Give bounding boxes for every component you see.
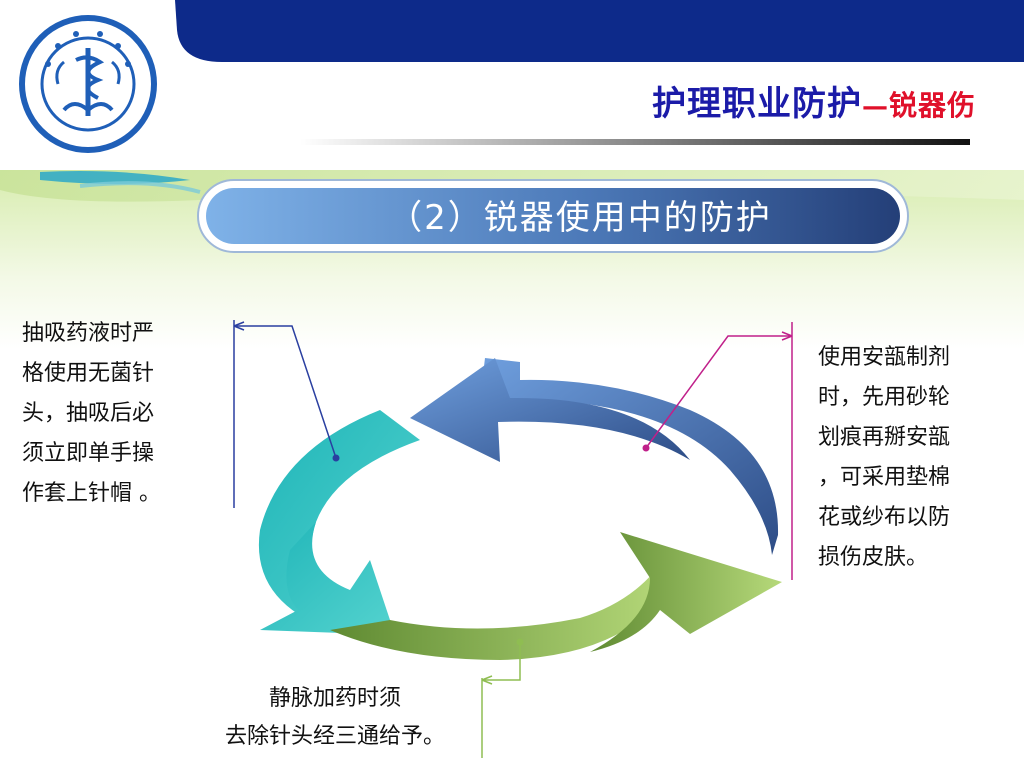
note-left-line: 须立即单手操 (22, 441, 155, 466)
callout-bottom (481, 644, 521, 758)
title-dash: — (861, 92, 889, 122)
callout-left-dot (332, 454, 340, 462)
callout-bottom-dot (516, 638, 524, 646)
note-bottom-line: 静脉加药时须 (268, 686, 401, 711)
page-title: 护理职业防护—锐器伤 (652, 76, 976, 125)
teal-cycle-arrowhead (260, 522, 395, 635)
section-title: （2）锐器使用中的防护 (388, 198, 772, 238)
note-left-line: 作套上针帽 。 (22, 481, 161, 506)
note-left-line: 头，抽吸后必 (22, 401, 155, 426)
note-left-line: 抽吸药液时严 (22, 321, 155, 346)
note-left: 抽吸药液时严 格使用无菌针 头，抽吸后必 须立即单手操 作套上针帽 。 (22, 314, 222, 514)
college-logo (19, 15, 157, 153)
green-cycle-arrow (330, 550, 670, 660)
green-cycle-arrowhead (590, 532, 782, 652)
header-band (175, 0, 1024, 62)
callout-right-dot (642, 444, 650, 452)
content-background (0, 170, 1024, 768)
note-bottom-line: 去除针头经三通给予。 (224, 724, 445, 749)
note-right-line: 花或纱布以防 (818, 505, 951, 530)
note-right-line: 损伤皮肤。 (818, 545, 929, 570)
note-right: 使用安瓿制剂 时，先用砂轮 划痕再掰安瓿 ，可采用垫棉 花或纱布以防 损伤皮肤。 (818, 338, 1018, 578)
cycle-diagram (233, 320, 793, 758)
note-right-line: 划痕再掰安瓿 (818, 425, 951, 450)
blue-cycle-arrow (480, 358, 779, 555)
header-rule (300, 139, 970, 145)
note-right-line: ，可采用垫棉 (818, 465, 951, 490)
callout-left (233, 320, 337, 508)
note-bottom: 静脉加药时须 去除针头经三通给予。 (170, 680, 500, 756)
note-left-line: 格使用无菌针 (22, 361, 155, 386)
section-banner (197, 179, 909, 253)
callout-right (645, 322, 793, 580)
note-right-line: 时，先用砂轮 (818, 385, 951, 410)
title-main: 护理职业防护 (651, 84, 862, 124)
blue-cycle-arrowhead (410, 358, 690, 462)
note-right-line: 使用安瓿制剂 (818, 345, 951, 370)
title-sub: 锐器伤 (888, 89, 976, 122)
